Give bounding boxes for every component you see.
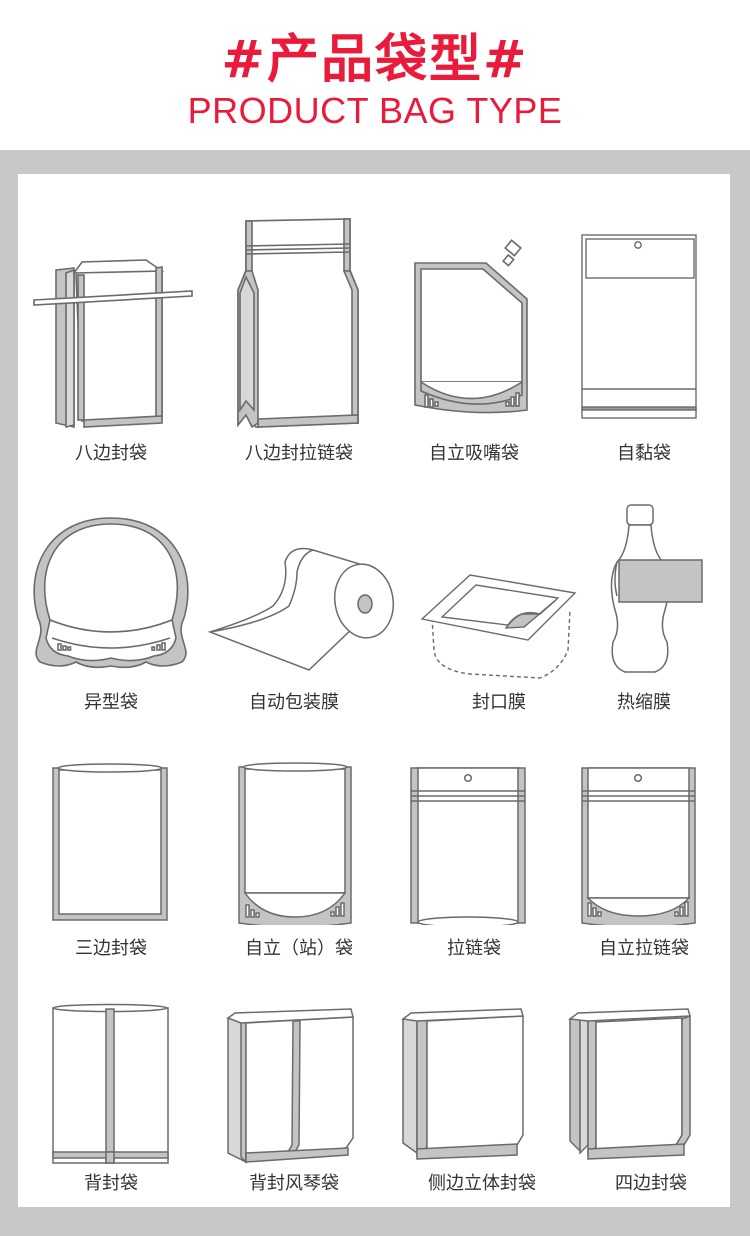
bag-type-label: 自立（站）袋 <box>245 938 353 959</box>
bag-type-card: 异型袋 <box>22 510 200 725</box>
bag-type-label: 自立吸嘴袋 <box>429 443 519 464</box>
bag-type-label: 侧边立体封袋 <box>428 1173 536 1194</box>
bag-type-label: 拉链袋 <box>447 938 501 959</box>
stand-up-pouch-icon <box>238 762 352 925</box>
bag-type-card: 八边封拉链袋 <box>210 205 388 475</box>
eight-side-seal-bag-icon <box>33 259 193 429</box>
bag-type-card: 自黏袋 <box>555 205 733 475</box>
bag-type-card: 八边封袋 <box>22 205 200 475</box>
back-seal-bag-icon <box>52 1003 169 1164</box>
bag-type-card: 自动包装膜 <box>205 510 395 725</box>
bag-type-label: 热缩膜 <box>617 692 671 713</box>
stand-up-zipper-pouch-icon <box>581 767 696 925</box>
self-adhesive-bag-icon <box>581 234 697 419</box>
side-gusset-bag-icon <box>401 1008 524 1160</box>
lidding-film-icon <box>420 574 577 679</box>
bag-type-card: 拉链袋 <box>385 755 563 970</box>
bag-type-card: 自立拉链袋 <box>555 755 733 970</box>
bag-type-label: 背封风琴袋 <box>249 1173 339 1194</box>
bag-type-card: 背封风琴袋 <box>205 995 383 1200</box>
three-side-seal-bag-icon <box>52 763 168 921</box>
shaped-bag-icon <box>33 517 189 669</box>
spout-pouch-icon <box>414 239 528 414</box>
bag-type-label: 自立拉链袋 <box>599 938 689 959</box>
bag-type-card: 热缩膜 <box>555 500 733 725</box>
bag-type-label: 自黏袋 <box>617 443 671 464</box>
bag-type-card: 背封袋 <box>22 995 200 1200</box>
bag-type-card: 三边封袋 <box>22 755 200 970</box>
bag-type-card: 侧边立体封袋 <box>393 995 571 1200</box>
bag-type-label: 自动包装膜 <box>249 692 339 713</box>
bag-type-card: 自立（站）袋 <box>210 755 388 970</box>
zipper-bag-icon <box>410 767 526 925</box>
bag-type-label: 八边封袋 <box>75 443 147 464</box>
film-roll-icon <box>207 547 395 671</box>
bag-type-card: 封口膜 <box>410 510 588 725</box>
bag-type-card: 四边封袋 <box>562 995 740 1200</box>
shrink-sleeve-bottle-icon <box>610 504 703 673</box>
title-chinese: #产品袋型# <box>221 30 529 90</box>
bag-type-label: 封口膜 <box>472 692 526 713</box>
bag-type-card: 自立吸嘴袋 <box>385 205 563 475</box>
four-side-seal-bag-icon <box>568 1008 691 1160</box>
eight-side-zipper-bag-icon <box>237 218 359 429</box>
back-seal-gusset-bag-icon <box>226 1008 354 1164</box>
title-english: PRODUCT BAG TYPE <box>187 90 563 131</box>
bag-type-label: 三边封袋 <box>75 938 147 959</box>
bag-type-label: 八边封拉链袋 <box>245 443 353 464</box>
bag-type-label: 异型袋 <box>84 692 138 713</box>
page-header: #产品袋型# PRODUCT BAG TYPE <box>0 0 750 150</box>
bag-type-label: 背封袋 <box>84 1173 138 1194</box>
bag-type-label: 四边封袋 <box>615 1173 687 1194</box>
